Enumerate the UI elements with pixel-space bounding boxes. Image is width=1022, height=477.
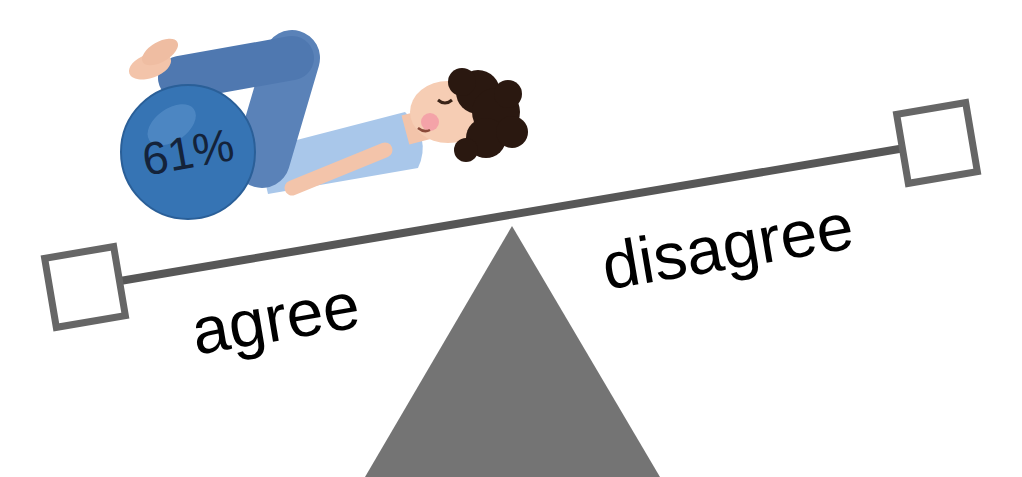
lower-leg (180, 58, 292, 78)
disagree-checkbox (897, 103, 978, 184)
hair (496, 116, 528, 148)
ball-fill (121, 85, 255, 219)
person-figure (125, 33, 528, 194)
arm (292, 150, 385, 188)
closed-eye (438, 100, 452, 103)
foot (138, 33, 183, 70)
scale-label: agree (186, 271, 363, 364)
mouth (418, 128, 430, 131)
hair (448, 68, 476, 96)
hair (494, 80, 522, 108)
hair (454, 138, 478, 162)
agree-checkbox (45, 247, 126, 328)
scale-label: disagree (598, 192, 859, 299)
ball-node: 61% (120, 84, 256, 220)
blush (421, 113, 439, 131)
